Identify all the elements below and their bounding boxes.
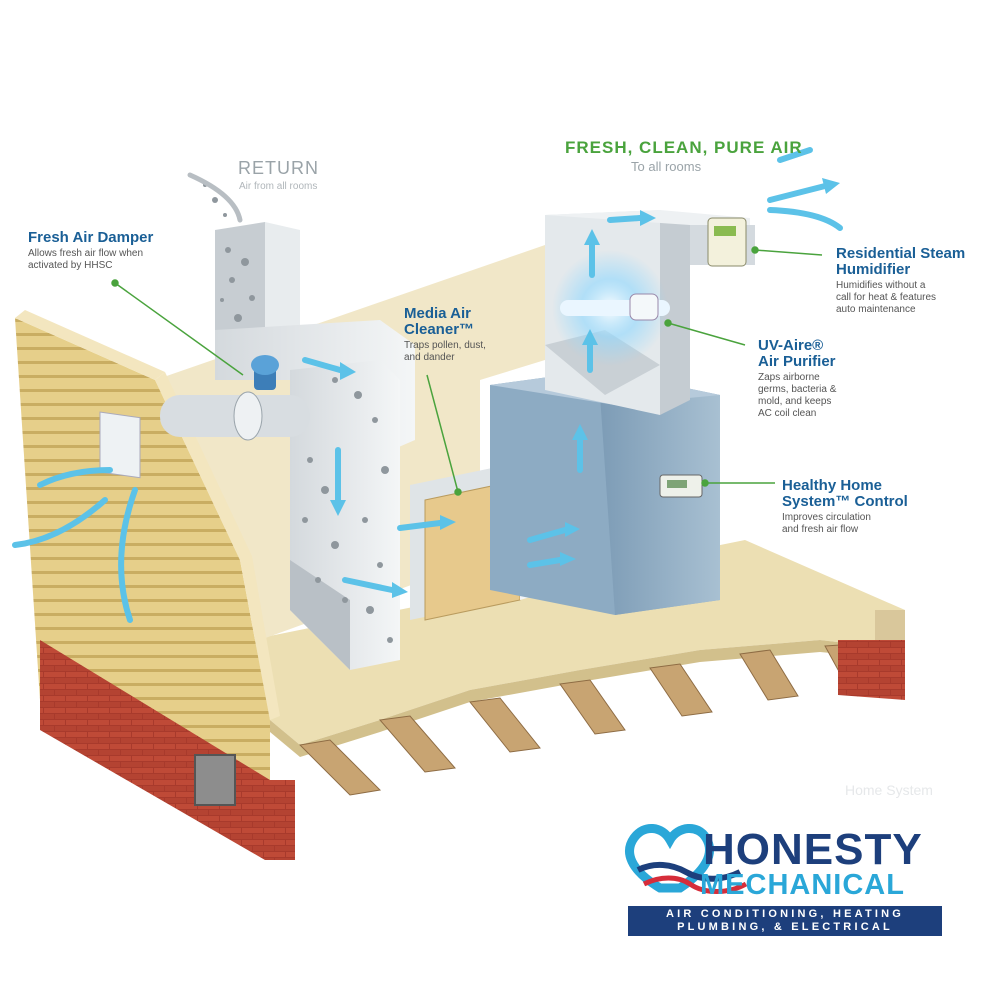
media-air-cleaner-title1: Media Air [404, 305, 471, 322]
fresh-air-damper-title: Fresh Air Damper [28, 229, 154, 246]
callout-lines [111, 246, 823, 496]
uv-aire-desc4: AC coil clean [758, 408, 817, 419]
hhs-control-desc1: Improves circulation [782, 512, 871, 523]
hhs-control-label: Healthy Home System™ Control Improves ci… [782, 478, 962, 536]
uv-aire-desc3: mold, and keeps [758, 396, 832, 407]
fresh-clean-title: FRESH, CLEAN, PURE AIR [565, 138, 803, 157]
logo-name: HONESTY [703, 825, 923, 874]
uv-aire-label: UV-Aire® Air Purifier Zaps airborne germ… [758, 338, 898, 420]
logo-sub: MECHANICAL [700, 869, 905, 901]
steam-humidifier-title2: Humidifier [836, 261, 911, 278]
uv-aire-desc1: Zaps airborne [758, 372, 820, 383]
steam-humidifier [707, 217, 747, 267]
logo-tag1: AIR CONDITIONING, HEATING [665, 908, 905, 920]
furnace-cabinet [490, 370, 720, 615]
steam-humidifier-desc3: auto maintenance [836, 304, 916, 315]
hhs-control-title2: System™ Control [782, 493, 908, 510]
media-air-cleaner-title2: Cleaner™ [404, 321, 475, 338]
steam-humidifier-desc2: call for heat & features [836, 292, 937, 303]
logo-tagline-band: AIR CONDITIONING, HEATING PLUMBING, & EL… [628, 906, 942, 936]
watermark-text: Home System [845, 782, 933, 798]
exterior-wall [15, 310, 295, 860]
hhs-control-desc2: and fresh air flow [782, 524, 859, 535]
heart-mark-icon [625, 824, 748, 894]
uv-aire-desc2: germs, bacteria & [758, 384, 837, 395]
return-duct [215, 222, 415, 670]
steam-humidifier-label: Residential Steam Humidifier Humidifies … [836, 246, 996, 316]
return-air-particles [203, 183, 393, 643]
return-title: RETURN [238, 158, 319, 178]
fresh-air-damper-desc2: activated by HHSC [28, 260, 113, 271]
hhs-control-title1: Healthy Home [782, 477, 883, 494]
steam-humidifier-title1: Residential Steam [836, 245, 966, 262]
uv-aire-title2: Air Purifier [758, 353, 836, 370]
fresh-air-damper-label: Fresh Air Damper Allows fresh air flow w… [28, 230, 228, 272]
media-air-cleaner-label: Media Air Cleaner™ Traps pollen, dust, a… [404, 306, 544, 364]
steam-humidifier-desc1: Humidifies without a [836, 280, 926, 291]
airflow-arrows [12, 147, 843, 623]
media-air-cleaner-desc2: and dander [404, 352, 455, 363]
logo-tag2: PLUMBING, & ELECTRICAL [677, 921, 893, 933]
honesty-mechanical-logo: HONESTY MECHANICAL AIR CONDITIONING, HEA… [620, 810, 950, 945]
return-sub: Air from all rooms [239, 181, 318, 192]
fresh-clean-sub: To all rooms [631, 159, 702, 174]
media-air-cleaner-desc1: Traps pollen, dust, [404, 340, 486, 351]
fresh-air-damper [160, 355, 310, 441]
foundation-right [838, 640, 905, 700]
uv-aire-title1: UV-Aire® [758, 337, 824, 354]
fresh-air-damper-desc1: Allows fresh air flow when [28, 248, 144, 259]
uv-air-purifier [552, 250, 670, 366]
